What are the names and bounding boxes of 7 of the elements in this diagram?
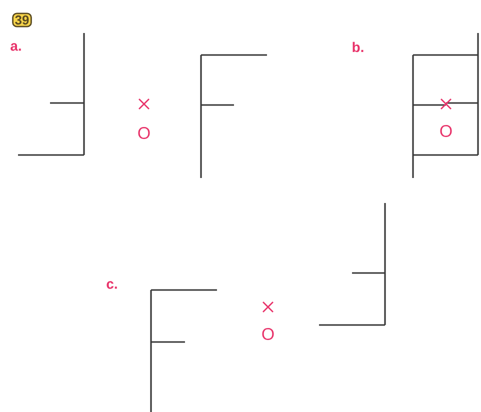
point-label: O <box>440 125 452 137</box>
part-letter: b. <box>352 42 364 52</box>
part-letter: a. <box>10 43 21 51</box>
point-label: O <box>262 328 274 340</box>
part-letter: c. <box>106 281 117 289</box>
point-label: O <box>138 127 150 139</box>
number-badge: 39 <box>12 12 32 28</box>
